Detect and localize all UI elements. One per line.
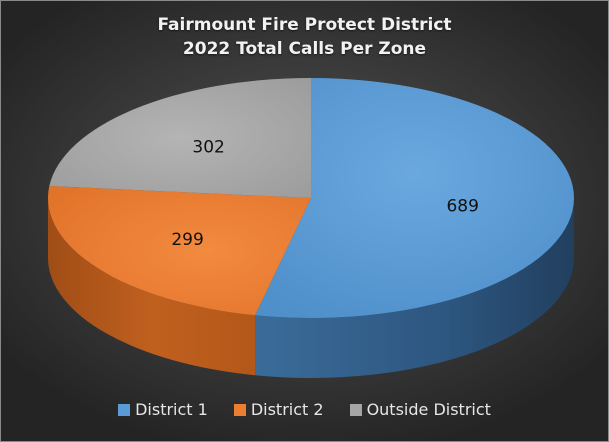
legend-swatch bbox=[349, 404, 362, 416]
legend-item-outside-district: Outside District bbox=[349, 399, 491, 421]
data-label-outside-district: 302 bbox=[192, 137, 224, 157]
chart-title-line-2: 2022 Total Calls Per Zone bbox=[182, 39, 427, 59]
pie-side-district-1 bbox=[255, 198, 574, 378]
pie-slice-district-1 bbox=[255, 78, 574, 318]
chart-legend: District 1 District 2 Outside District bbox=[1, 399, 608, 421]
legend-item-district-2: District 2 bbox=[233, 399, 324, 421]
pie-slice-district-2 bbox=[47, 186, 311, 316]
legend-label: District 2 bbox=[250, 400, 324, 419]
chart-title: Fairmount Fire Protect District 2022 Tot… bbox=[1, 13, 608, 61]
legend-swatch bbox=[118, 404, 131, 416]
pie-slice-outside-district bbox=[49, 78, 312, 198]
legend-swatch bbox=[233, 404, 246, 416]
legend-item-district-1: District 1 bbox=[118, 399, 208, 421]
legend-label: District 1 bbox=[135, 400, 208, 419]
data-label-district-2: 299 bbox=[171, 230, 203, 250]
legend-label: Outside District bbox=[366, 400, 491, 419]
chart-title-line-1: Fairmount Fire Protect District bbox=[157, 15, 452, 35]
data-label-district-1: 689 bbox=[446, 196, 478, 216]
pie-side-district-2 bbox=[48, 198, 256, 376]
